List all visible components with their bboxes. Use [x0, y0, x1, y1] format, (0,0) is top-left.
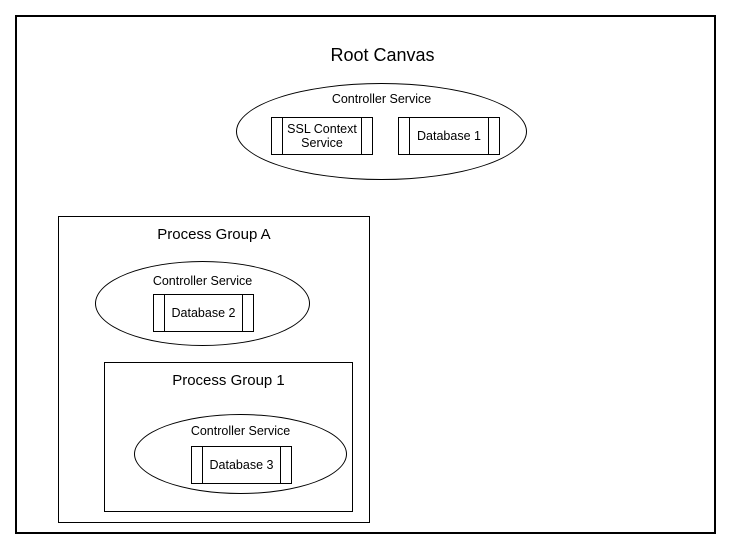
process-group-a: Process Group A Controller Service Datab…	[58, 216, 370, 523]
service-box-edge-line	[242, 295, 243, 331]
controller-service-label: Controller Service	[190, 424, 291, 438]
service-box-database-2: Database 2	[153, 294, 254, 332]
controller-service-scope-group-1: Controller Service Database 3	[134, 414, 347, 494]
service-box-label: Database 3	[209, 458, 274, 472]
service-box-database-1: Database 1	[398, 117, 500, 155]
controller-service-label: Controller Service	[331, 92, 432, 106]
service-box-edge-line	[409, 118, 410, 154]
root-canvas-frame: Root Canvas Controller Service SSL Conte…	[15, 15, 716, 534]
controller-service-scope-root: Controller Service SSL Context Service D…	[236, 83, 527, 180]
service-box-edge-line	[282, 118, 283, 154]
service-box-database-3: Database 3	[191, 446, 292, 484]
service-box-label: Database 1	[417, 129, 481, 143]
process-group-a-title: Process Group A	[157, 226, 271, 243]
process-group-1-title: Process Group 1	[172, 372, 285, 389]
root-canvas-title: Root Canvas	[330, 45, 435, 65]
controller-service-label: Controller Service	[152, 274, 253, 288]
service-box-label: Database 2	[171, 306, 236, 320]
service-box-label: SSL Context Service	[287, 122, 357, 150]
service-box-ssl-context-service: SSL Context Service	[271, 117, 373, 155]
service-box-edge-line	[202, 447, 203, 483]
process-group-1: Process Group 1 Controller Service Datab…	[104, 362, 353, 512]
service-box-edge-line	[488, 118, 489, 154]
service-box-edge-line	[361, 118, 362, 154]
service-box-edge-line	[164, 295, 165, 331]
controller-service-scope-group-a: Controller Service Database 2	[95, 261, 310, 346]
service-box-edge-line	[280, 447, 281, 483]
